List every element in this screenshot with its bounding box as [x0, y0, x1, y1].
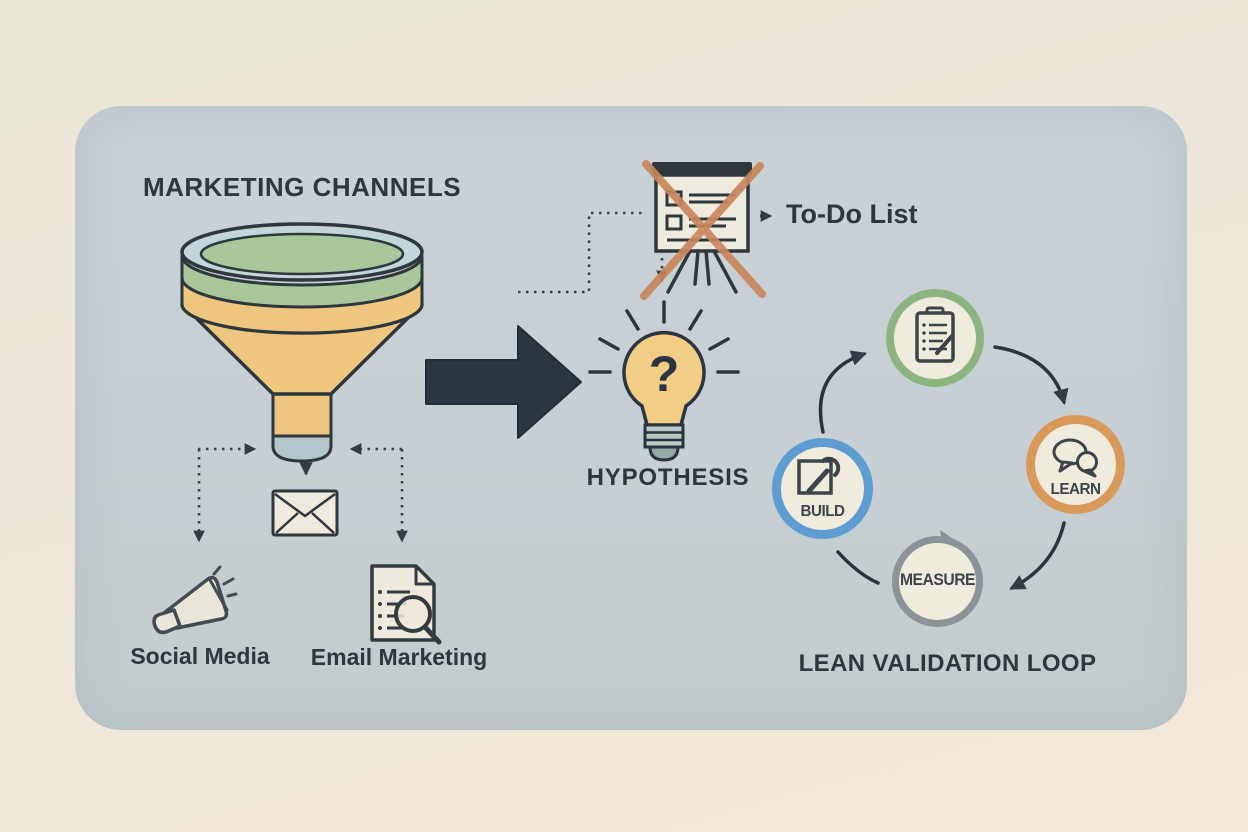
loop-curve-measure-to-build: [836, 550, 880, 585]
loop-label-measure: MEASURE: [899, 571, 976, 589]
funnel-spout: [271, 390, 333, 438]
loop-label-build: BUILD: [800, 503, 845, 520]
board-body: [654, 173, 750, 253]
megaphone-icon: [152, 565, 238, 635]
todo-label: To-Do List: [786, 199, 918, 229]
wrench-icon: [797, 456, 841, 495]
checklist-icon: [915, 306, 955, 363]
crossed-presentation-board-icon: [640, 160, 766, 300]
bulb-cap: [648, 445, 680, 462]
hypothesis-label: HYPOTHESIS: [586, 464, 750, 491]
funnel-opening: [199, 232, 405, 276]
bulb-base: [643, 423, 685, 449]
funnel-icon: [180, 222, 424, 463]
big-right-arrow: [425, 325, 582, 439]
question-mark: ?: [649, 346, 680, 402]
channel-label-email-marketing: Email Marketing: [310, 644, 488, 670]
channel-label-social-media: Social Media: [130, 643, 270, 669]
marketing-title: MARKETING CHANNELS: [142, 172, 462, 202]
lean-loop-title: LEAN VALIDATION LOOP: [798, 650, 1097, 677]
funnel-band-green: [180, 254, 424, 309]
bulb-glass: [622, 330, 706, 427]
x-mark: [640, 160, 766, 300]
dashed-connector-to-board: [518, 211, 645, 294]
loop-arrow-learn-to-measure: [1009, 521, 1066, 590]
envelope-icon: [271, 489, 339, 537]
loop-step-build: [772, 438, 873, 539]
lightbulb-question-icon: ?: [588, 300, 740, 462]
loop-arrow-plan-to-learn: [993, 345, 1069, 406]
loop-label-learn: LEARN: [1050, 481, 1101, 498]
speech-bubbles-icon: [1052, 438, 1098, 478]
loop-arrow-build-to-plan: [818, 350, 867, 434]
loop-step-measure: [892, 536, 983, 627]
board-top-bar: [652, 162, 752, 175]
funnel-tip: [271, 432, 333, 463]
document-search-icon: [370, 564, 442, 645]
bulb-rays: [588, 300, 740, 374]
diagram-card: [75, 106, 1187, 730]
board-legs: [666, 249, 738, 294]
